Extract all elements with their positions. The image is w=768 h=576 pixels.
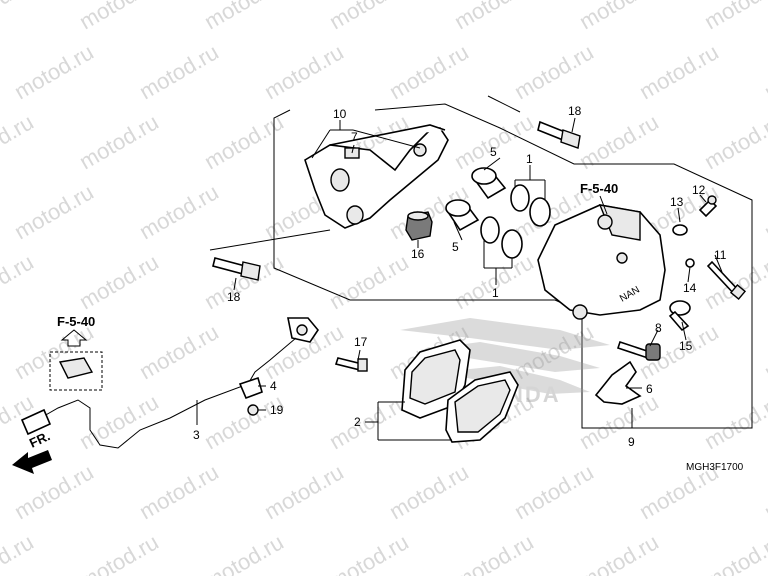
leader-lines [196,117,723,441]
clamp-4 [238,376,263,400]
callout-7: 7 [351,130,358,144]
watermark-text: motod.ru [260,39,348,104]
boot-seal [405,211,433,241]
callout-10: 10 [333,107,347,121]
assembly-outline [273,95,753,429]
ref-label-left: F-5-40 [57,314,95,329]
callout-4: 4 [270,379,277,393]
callout-8: 8 [655,321,662,335]
bolt-top [537,120,581,149]
bolt-19 [247,404,259,416]
watermark-text: motod.ru [260,459,348,524]
watermark-text: motod.ru [575,109,663,174]
watermark-text: motod.ru [0,249,38,314]
callout-2: 2 [354,415,361,429]
callout-1-top: 1 [526,152,533,166]
watermark-text: motod.ru [135,319,223,384]
watermark-text: motod.ru [700,389,768,454]
cap-13 [672,224,688,236]
callout-5-bottom: 5 [452,240,459,254]
watermark-text: motod.ru [75,109,163,174]
watermark-text: motod.ru [135,179,223,244]
pin-11 [706,260,747,301]
callout-9: 9 [628,435,635,449]
watermark-text: motod.ru [575,0,663,34]
watermark-text: motod.ru [700,249,768,314]
watermark-text: motod.ru [200,529,288,576]
pad-pin-8 [616,340,661,361]
watermark-text: motod.ru [635,39,723,104]
abs-sensor [20,317,319,449]
watermark-text: motod.ru [450,0,538,34]
bolt-17 [334,357,368,372]
callout-19: 19 [270,403,284,417]
callout-15: 15 [679,339,693,353]
watermark-text: motod.ru [450,249,538,314]
callout-18-top: 18 [568,104,582,118]
watermark-text: motod.ru [575,529,663,576]
plug-15 [668,300,691,332]
callout-16: 16 [411,247,425,261]
watermark-text: motod.ru [760,179,768,244]
watermark-text: motod.ru [385,459,473,524]
callout-3: 3 [193,428,200,442]
watermark-text: motod.ru [200,109,288,174]
bolt-left [212,257,261,281]
callout-1-bottom: 1 [492,286,499,300]
callout-17: 17 [354,335,368,349]
ring-14 [685,258,695,268]
watermark-text: motod.ru [385,39,473,104]
watermark-text: motod.ru [510,39,598,104]
watermark-text: motod.ru [325,249,413,314]
watermark-text: motod.ru [760,319,768,384]
callout-11: 11 [714,248,727,262]
watermark-text: motod.ru [760,459,768,524]
piston-upper [471,167,507,200]
watermark-text: motod.ru [325,529,413,576]
watermark-text: motod.ru [200,389,288,454]
callout-numbers: 10 7 18 5 1 5 16 1 18 12 13 11 14 15 8 6… [193,104,727,449]
watermark-text: motod.ru [135,459,223,524]
callout-14: 14 [683,281,697,295]
watermark-text: motod.ru [10,39,98,104]
brake-pad-inner [445,371,519,443]
watermark-text: motod.ru [10,179,98,244]
watermark-text: motod.ru [0,109,38,174]
caliper-body: NAN [537,204,666,320]
pad-spring-6 [594,360,642,405]
watermark-text: motod.ru [700,0,768,34]
callout-12: 12 [692,183,706,197]
watermark-text: motod.ru [450,529,538,576]
watermark-text: motod.ru [135,39,223,104]
watermark-text: motod.ru [75,389,163,454]
watermark-text: motod.ru [75,0,163,34]
watermark-text: motod.ru [75,529,163,576]
callout-5-top: 5 [490,145,497,159]
piston-lower [445,199,480,232]
ref-f540-left: F-5-40 [49,314,103,391]
front-arrow: FR. [12,428,52,474]
callout-13: 13 [670,195,684,209]
watermark-text: motod.ru [450,109,538,174]
callout-6: 6 [646,382,653,396]
bleeder-12 [698,195,718,218]
watermark-text: motod.ru [325,0,413,34]
watermark-text: motod.ru [200,249,288,314]
watermark-text: motod.ru [760,39,768,104]
seal-rings [480,184,551,259]
watermark-text: motod.ru [75,249,163,314]
watermark-text: motod.ru [700,109,768,174]
caliper-bracket [304,124,449,229]
diagram-code: MGH3F1700 [686,462,744,473]
callout-18-left: 18 [227,290,241,304]
ref-label-caliper: F-5-40 [580,181,618,196]
watermark-text: motod.ru [0,529,38,576]
watermark-text: motod.ru [200,0,288,34]
watermark-text: motod.ru [510,459,598,524]
watermark-text: motod.ru [700,529,768,576]
watermark-text: motod.ru [0,0,38,34]
